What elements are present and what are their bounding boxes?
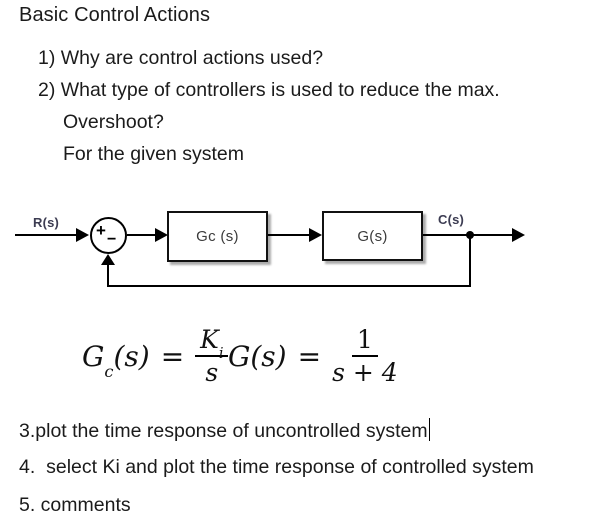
feedback-bottom-line xyxy=(107,285,471,287)
question-1: 1) Why are control actions used? xyxy=(38,47,324,69)
controller-denominator: s xyxy=(205,358,219,387)
sum-minus-sign: − xyxy=(107,231,117,248)
question-intro: For the given system xyxy=(63,143,244,165)
equals-sign: = xyxy=(160,340,185,373)
task-5: 5. comments xyxy=(19,494,131,516)
plant-block: G(s) xyxy=(322,211,423,261)
sum-plus-sign: + xyxy=(96,221,106,240)
feedback-right-line xyxy=(469,236,471,287)
plant-transfer-function: G(s) = 1 s + 4 xyxy=(228,326,398,387)
summing-junction: + − xyxy=(90,217,127,254)
controller-numerator: Ki xyxy=(195,326,229,361)
plant-block-label: G(s) xyxy=(357,227,388,245)
question-list: 1) Why are control actions used? 2) What… xyxy=(38,42,500,170)
question-2-continued: Overshoot? xyxy=(63,111,164,133)
input-signal-label: R(s) xyxy=(33,215,60,230)
plant-func-name: G(s) xyxy=(228,340,287,373)
controller-block-label: Gc (s) xyxy=(196,228,239,245)
text-cursor xyxy=(428,418,431,441)
equals-sign: = xyxy=(297,340,322,373)
controller-func-name: Gc(s) xyxy=(82,340,150,381)
input-arrowhead-icon xyxy=(76,228,89,242)
plant-arrowhead-icon xyxy=(309,228,322,242)
branch-point xyxy=(466,231,474,239)
plant-fraction: 1 s + 4 xyxy=(332,326,398,387)
controller-transfer-function: Gc(s) = Ki s xyxy=(82,326,229,387)
plant-numerator: 1 xyxy=(351,326,378,357)
block-diagram: R(s) + − Gc (s) G(s) C(s) xyxy=(0,195,616,310)
plant-denominator: s + 4 xyxy=(332,358,398,387)
page-title: Basic Control Actions xyxy=(19,4,211,26)
output-arrowhead-icon xyxy=(512,228,525,242)
controller-arrowhead-icon xyxy=(155,228,168,242)
controller-fraction: Ki s xyxy=(195,326,229,387)
feedback-left-line xyxy=(107,264,109,286)
input-line xyxy=(15,234,78,236)
controller-block: Gc (s) xyxy=(167,211,268,262)
controller-to-plant-line xyxy=(268,234,312,236)
sum-to-controller-line xyxy=(127,234,157,236)
output-signal-label: C(s) xyxy=(438,212,465,227)
question-2: 2) What type of controllers is used to r… xyxy=(38,79,500,101)
feedback-arrowhead-icon xyxy=(101,254,115,265)
task-4: 4. select Ki and plot the time response … xyxy=(19,456,534,478)
task-3: 3.plot the time response of uncontrolled… xyxy=(19,418,431,443)
